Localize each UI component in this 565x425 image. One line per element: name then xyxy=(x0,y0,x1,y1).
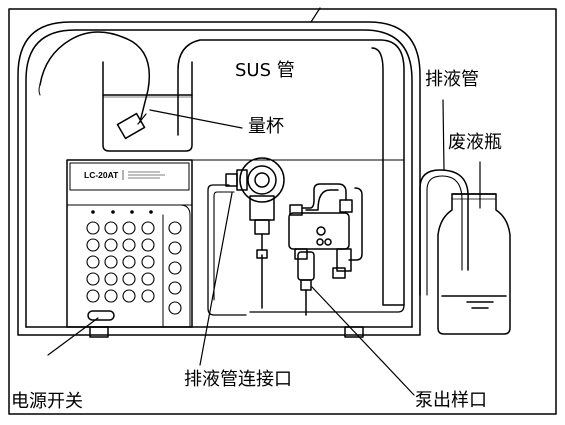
pump-head xyxy=(225,157,285,259)
pump-outlet xyxy=(297,251,315,316)
suction-tube xyxy=(39,31,151,123)
leader-lines xyxy=(47,99,481,396)
label-drain-connector: 排液管连接口 xyxy=(184,369,292,390)
power-switch xyxy=(87,310,115,321)
sus-tube xyxy=(177,39,405,306)
foot-right xyxy=(344,326,364,338)
label-waste-bottle: 废液瓶 xyxy=(448,132,502,153)
drain-tube xyxy=(419,169,469,296)
instrument-housing xyxy=(17,21,421,336)
keypad xyxy=(86,221,182,315)
label-beaker: 量杯 xyxy=(248,116,284,137)
label-drain-tube: 排液管 xyxy=(425,69,479,90)
waste-bottle xyxy=(437,193,511,335)
label-sus-tube: SUS 管 xyxy=(235,60,295,81)
panel-fine-print xyxy=(122,170,165,180)
valve-block xyxy=(261,183,363,309)
label-pump-outlet: 泵出样口 xyxy=(415,390,487,411)
status-leds xyxy=(91,210,153,214)
outer-frame xyxy=(8,8,557,415)
label-power-switch: 电源开关 xyxy=(11,391,83,412)
model-label: LC-20AT xyxy=(84,170,119,180)
